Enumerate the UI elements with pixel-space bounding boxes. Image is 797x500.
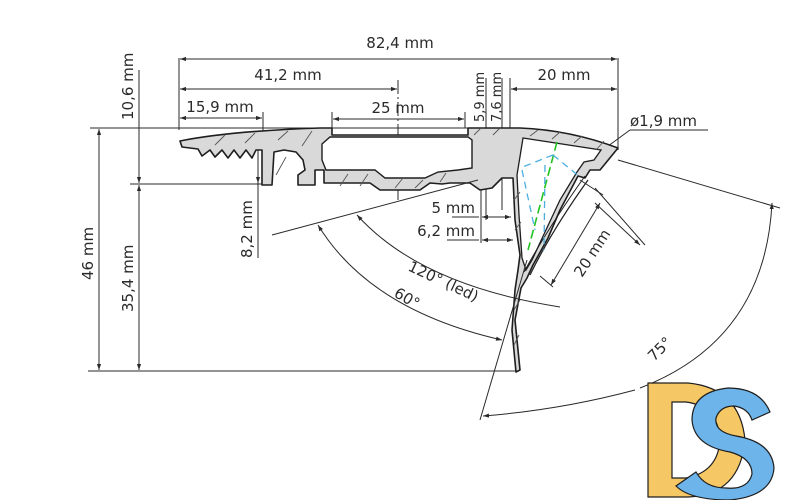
label-offset-5: 5 mm [431, 199, 475, 217]
dimension-offsets: 5 mm 6,2 mm [417, 180, 513, 243]
profile-hatching [214, 127, 605, 346]
label-offset-6-2: 6,2 mm [417, 222, 475, 240]
led-axis-line [527, 141, 558, 251]
label-top-height: 10,6 mm [119, 53, 137, 120]
led-beam [519, 141, 581, 251]
label-diameter: ø1,9 mm [630, 112, 697, 130]
dimension-leg-height: 8,2 mm [238, 143, 261, 258]
label-leg-height: 8,2 mm [238, 200, 256, 258]
dimension-right-width: 20 mm [511, 66, 617, 92]
label-half-width: 41,2 mm [254, 66, 321, 84]
label-total-height: 46 mm [79, 227, 97, 280]
label-depth-7-6: 7,6 mm [490, 72, 505, 122]
label-diffuser-width: 20 mm [570, 226, 614, 280]
label-lower-height: 35,4 mm [119, 245, 137, 312]
dimension-left-step: 15,9 mm [180, 98, 264, 135]
label-depth-5-9: 5,9 mm [473, 72, 488, 122]
dimension-total-width: 82,4 mm [178, 34, 619, 150]
label-angle-60: 60° [391, 284, 423, 313]
logo-letter-s [675, 387, 775, 500]
ds-logo [647, 382, 775, 500]
dimension-diameter: ø1,9 mm [603, 112, 708, 150]
angle-60: 60° [317, 224, 503, 341]
aluminium-profile [179, 127, 619, 373]
label-angle-75: 75° [644, 333, 676, 365]
label-right-width: 20 mm [537, 66, 590, 84]
label-left-step: 15,9 mm [186, 98, 253, 116]
dimension-heights: 46 mm 10,6 mm 35,4 mm [79, 53, 518, 372]
dimension-channel-width: 25 mm [331, 99, 466, 128]
label-total-width: 82,4 mm [366, 34, 433, 52]
label-channel-width: 25 mm [371, 99, 424, 117]
